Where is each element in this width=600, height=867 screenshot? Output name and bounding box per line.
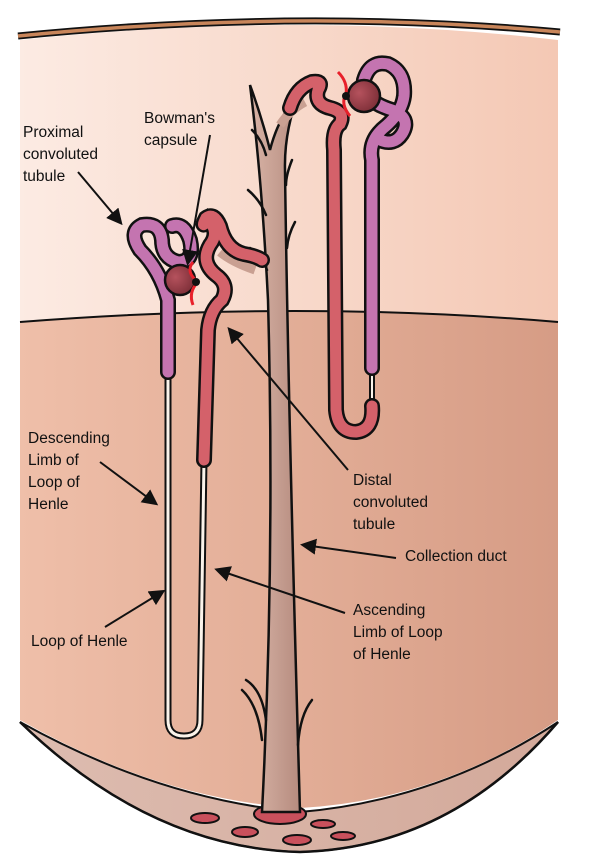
label-loop-of-henle: Loop of Henle	[31, 633, 128, 650]
arrow-ascending	[214, 566, 346, 614]
collecting-duct	[217, 84, 314, 814]
arrow-descending	[99, 461, 159, 506]
arrow-distal	[227, 326, 349, 471]
label-collection-duct: Collection duct	[405, 548, 507, 565]
pelvis-lower-edge	[19, 721, 559, 854]
arrow-proximal	[77, 171, 123, 226]
arrow-bowman	[182, 134, 211, 266]
label-bowmans-capsule: Bowman's capsule	[144, 110, 216, 149]
right-glomerulus	[346, 78, 382, 114]
arrow-loop	[104, 589, 166, 628]
label-descending-limb: Descending Limb of Loop of Henle	[28, 430, 110, 513]
cortex-region	[20, 25, 558, 322]
label-ascending-limb: Ascending Limb of Loop of Henle	[353, 602, 443, 663]
corticomedullary-boundary	[19, 310, 559, 323]
label-arrows	[77, 134, 397, 628]
label-proximal-convoluted-tubule: Proximal convoluted tubule	[23, 124, 98, 185]
arrow-collection	[300, 538, 397, 559]
left-nephron	[126, 208, 270, 740]
renal-capsule-inner	[17, 19, 561, 38]
label-distal-convoluted-tubule: Distal convoluted tubule	[353, 472, 428, 533]
right-nephron	[282, 55, 414, 441]
